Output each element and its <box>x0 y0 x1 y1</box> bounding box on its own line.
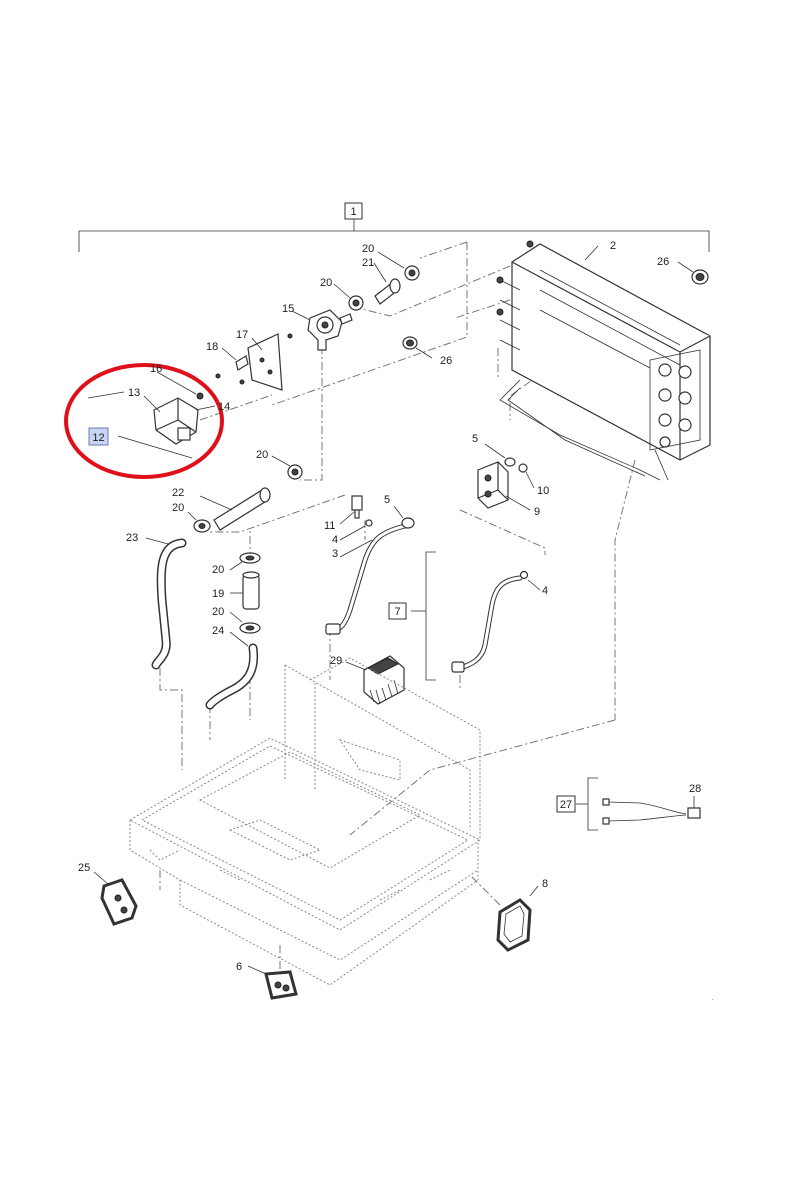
pipe-kit-7-bracket <box>411 551 436 681</box>
resistor-29 <box>345 655 405 705</box>
callout-8: 8 <box>542 878 548 890</box>
callout-20-left: 20 <box>172 502 184 514</box>
pipe-3 <box>325 523 408 635</box>
clamp-20-lower-a <box>229 552 261 571</box>
o-ring-10 <box>518 463 535 489</box>
callout-box-27: 27 <box>556 795 576 813</box>
plate-25 <box>93 871 138 926</box>
actuator-assembly-12 <box>87 371 216 459</box>
grommet-26-center <box>402 336 433 359</box>
highlight-circle <box>64 363 224 479</box>
callout-20-lower-b: 20 <box>212 606 224 618</box>
clamp-20-upper <box>333 283 364 311</box>
bracket-17 <box>247 333 293 391</box>
o-ring-4-upper <box>339 519 373 541</box>
hvac-housing <box>128 657 482 986</box>
grommet-26-right <box>677 261 709 285</box>
callout-3: 3 <box>332 548 338 560</box>
callout-20-lower-a: 20 <box>212 564 224 576</box>
callout-12: 12 <box>92 432 104 444</box>
expansion-valve-9 <box>477 461 531 511</box>
callout-19: 19 <box>212 588 224 600</box>
tube-22 <box>199 487 271 531</box>
plate-6 <box>247 965 298 1000</box>
callout-6: 6 <box>236 961 242 973</box>
callout-2: 2 <box>610 240 616 252</box>
callout-26-right: 26 <box>657 256 669 268</box>
callout-box-12: 12 <box>88 427 109 446</box>
callout-5-upper: 5 <box>472 433 478 445</box>
pipe-kit-7-line <box>451 575 523 673</box>
sensor-11 <box>339 495 363 525</box>
clamp-20-left <box>187 511 211 533</box>
harness-wires <box>602 796 701 825</box>
callout-22: 22 <box>172 487 184 499</box>
callout-29: 29 <box>330 655 342 667</box>
callout-18: 18 <box>206 341 218 353</box>
callout-28: 28 <box>689 783 701 795</box>
callout-7: 7 <box>394 606 400 618</box>
callout-10: 10 <box>537 485 549 497</box>
callout-9: 9 <box>534 506 540 518</box>
callout-23: 23 <box>126 532 138 544</box>
bolt-18 <box>215 347 249 385</box>
evaporator-core <box>496 240 711 481</box>
callout-box-7: 7 <box>388 602 407 620</box>
callout-26-center: 26 <box>440 355 452 367</box>
hose-23 <box>145 537 187 670</box>
assembly-bracket <box>78 219 710 252</box>
callout-24: 24 <box>212 625 224 637</box>
callout-box-1: 1 <box>344 202 363 220</box>
harness-27-bracket <box>576 777 598 831</box>
clamp-20-top <box>377 251 420 281</box>
clamp-20-lower-b <box>229 611 261 634</box>
corner-mark: . <box>712 996 714 1002</box>
routing-lines <box>159 241 649 975</box>
o-ring-5-upper <box>484 443 516 467</box>
callout-20-top: 20 <box>362 243 374 255</box>
callout-4-lower: 4 <box>542 585 548 597</box>
callout-14: 14 <box>218 401 230 413</box>
o-ring-5-middle <box>393 505 415 529</box>
valve-15 <box>291 309 353 351</box>
callout-21: 21 <box>362 257 374 269</box>
callout-25: 25 <box>78 862 90 874</box>
tube-21 <box>373 262 401 305</box>
callout-5-middle: 5 <box>384 494 390 506</box>
callout-16: 16 <box>150 363 162 375</box>
callout-13: 13 <box>128 387 140 399</box>
callout-1: 1 <box>350 206 356 218</box>
callout-17: 17 <box>236 329 248 341</box>
tube-19 <box>230 571 260 610</box>
seal-8 <box>496 885 539 952</box>
callout-4-upper: 4 <box>332 534 338 546</box>
o-ring-4-lower <box>519 570 541 591</box>
callout-11: 11 <box>324 520 335 532</box>
callout-27: 27 <box>560 799 572 811</box>
callout-15: 15 <box>282 303 294 315</box>
hose-24 <box>205 631 259 710</box>
clamp-20-middle <box>271 455 303 480</box>
callout-20-upper: 20 <box>320 277 332 289</box>
callout-20-middle: 20 <box>256 449 268 461</box>
